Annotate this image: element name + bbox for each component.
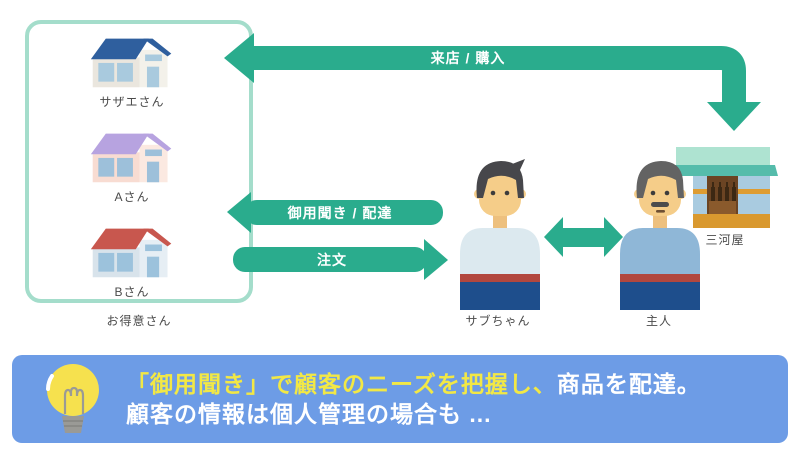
- house-icon: [90, 133, 172, 183]
- customers-box-caption: お得意さん: [106, 314, 172, 328]
- banner-line1-highlight: 「御用聞き」で顧客のニーズを把握し、: [126, 371, 557, 397]
- house-label: Aさん: [114, 190, 150, 204]
- person-subchan-label: サブちゃん: [465, 314, 531, 328]
- house-label: サザエさん: [99, 95, 165, 109]
- info-banner: 「御用聞き」で顧客のニーズを把握し、商品を配達。 顧客の情報は個人管理の場合も …: [12, 355, 788, 443]
- person-shujin-label: 主人: [645, 314, 672, 328]
- lightbulb-icon: [46, 364, 99, 433]
- house-sazae-san: サザエさん: [88, 33, 176, 110]
- banner-line2: 顧客の情報は個人管理の場合も ...: [126, 401, 492, 427]
- house-icon: [90, 38, 172, 88]
- banner-line1: 「御用聞き」で顧客のニーズを把握し、商品を配達。: [126, 369, 701, 399]
- house-icon: [90, 228, 172, 278]
- order-arrow: 注文: [233, 239, 448, 280]
- two-way-arrow: [544, 217, 623, 257]
- person-subchan-icon: [460, 159, 540, 310]
- house-label: Bさん: [114, 285, 150, 299]
- house-a-san: Aさん: [88, 128, 176, 205]
- person-shujin-icon: [620, 161, 700, 310]
- goyokiki-delivery-arrow-label: 御用聞き / 配達: [287, 205, 393, 221]
- house-b-san: Bさん: [88, 223, 176, 300]
- banner-text: 「御用聞き」で顧客のニーズを把握し、商品を配達。 顧客の情報は個人管理の場合も …: [126, 369, 701, 429]
- goyokiki-diagram: サザエさん Aさん: [25, 20, 778, 328]
- visit-purchase-arrow: 来店 / 購入: [224, 33, 761, 131]
- shop-label: 三河屋: [705, 233, 745, 247]
- banner-line1-rest: 商品を配達。: [556, 371, 701, 397]
- visit-purchase-arrow-label: 来店 / 購入: [430, 50, 506, 66]
- shop-icon: [672, 147, 778, 228]
- goyokiki-delivery-arrow: 御用聞き / 配達: [227, 192, 443, 233]
- order-arrow-label: 注文: [317, 252, 347, 268]
